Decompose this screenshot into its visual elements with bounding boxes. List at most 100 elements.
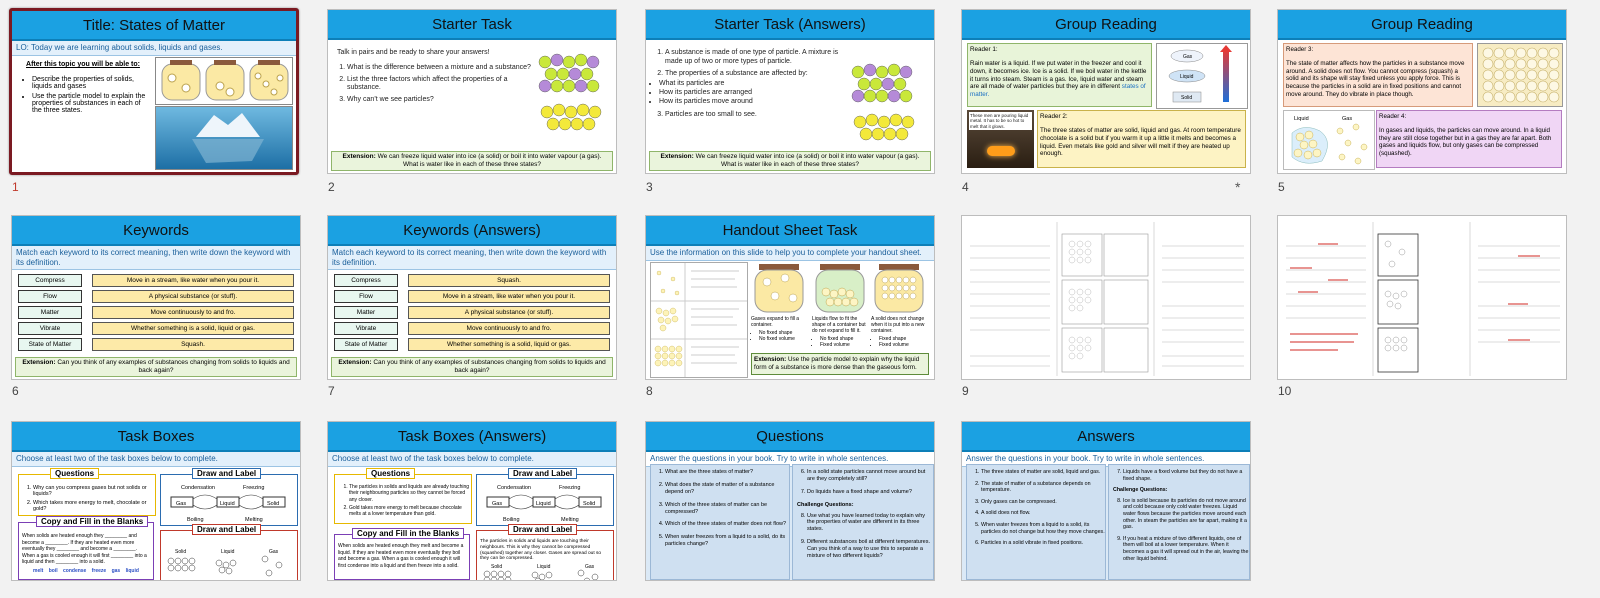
slide-number: 2: [328, 180, 335, 194]
questions-right-column: In a solid state particles cannot move a…: [792, 464, 934, 580]
reader-label: Reader 1:: [970, 46, 998, 53]
slide-bullet: How its particles move around: [659, 98, 846, 107]
slide-thumbnail-13[interactable]: Questions Answer the questions in your b…: [645, 421, 935, 581]
keyword-box: State of Matter: [334, 338, 398, 352]
animation-star-icon: *: [1235, 179, 1241, 195]
slide-thumbnail-3[interactable]: Starter Task (Answers) A substance is ma…: [645, 9, 935, 174]
slide-title: Questions: [646, 422, 934, 452]
liquid-gas-image: Liquid Gas: [1283, 110, 1375, 170]
label-condensation: Condensation: [181, 485, 215, 491]
diagram-label-solid: Solid: [1181, 95, 1192, 101]
slide-instruction: Match each keyword to its correct meanin…: [328, 246, 616, 271]
question-item: Do liquids have a fixed shape and volume…: [807, 489, 933, 496]
slide-instruction: Match each keyword to its correct meanin…: [12, 246, 300, 271]
label-boiling: Boiling: [503, 517, 520, 523]
label-liquid: Liquid: [537, 564, 551, 570]
word-bank-item: melt: [33, 567, 44, 574]
copy-fill-box: When solids are heated enough they _____…: [18, 522, 154, 580]
panel-bullet: Fixed shape: [879, 336, 929, 342]
label-condensation: Condensation: [497, 485, 531, 491]
questions-box: The particles in solids and liquids are …: [334, 474, 472, 524]
definition-box: Move continuously to and fro.: [408, 322, 610, 336]
answers-right-column: Liquids have a fixed volume but they do …: [1108, 464, 1250, 580]
extension-box: Extension: Can you think of any examples…: [15, 357, 297, 377]
reader-keyword: states of matter.: [970, 83, 1146, 99]
word-bank-item: condense: [63, 567, 87, 574]
slide-thumbnail-9[interactable]: [961, 215, 1251, 380]
iceberg-image: [155, 106, 293, 170]
question-item: What does the state of matter of a subst…: [665, 482, 789, 496]
slide-number: 4: [962, 180, 969, 194]
question-item: In a solid state particles cannot move a…: [807, 469, 933, 483]
slide-thumbnail-14[interactable]: Answers Answer the questions in your boo…: [961, 421, 1251, 581]
slide-bullet: How its particles are arranged: [659, 89, 846, 98]
panel-bullet: No fixed shape: [759, 330, 809, 336]
definition-box: Move continuously to and fro.: [92, 306, 294, 320]
states-diagram: Gas Liquid Solid: [1156, 43, 1248, 109]
draw-label-particles-box-title: Draw and Label: [508, 524, 578, 535]
task-answer: Gold takes more energy to melt because c…: [349, 505, 471, 518]
reader-3-box: Reader 3: The state of matter affects ho…: [1283, 43, 1473, 107]
slide-number: 7: [328, 384, 335, 398]
mixture-particles-image: [851, 63, 915, 141]
reader-label: Reader 3:: [1286, 46, 1314, 53]
slide-answer: A substance is made of one type of parti…: [665, 49, 846, 67]
slide-thumbnail-7[interactable]: Keywords (Answers) Match each keyword to…: [327, 215, 617, 380]
extension-label: Extension:: [754, 356, 787, 364]
panel-bullet: Fixed volume: [879, 342, 929, 348]
reader-text: Rain water is a liquid. If we put water …: [970, 59, 1147, 91]
slide-thumbnail-12[interactable]: Task Boxes (Answers) Choose at least two…: [327, 421, 617, 581]
label-melting: Melting: [245, 517, 263, 523]
label-liquid: Liquid: [221, 549, 235, 555]
panel-caption: Liquids flow to fit the shape of a conta…: [812, 316, 866, 334]
slide-thumbnail-11[interactable]: Task Boxes Choose at least two of the ta…: [11, 421, 301, 581]
definition-box: A physical substance (or stuff).: [92, 290, 294, 304]
question-item: Which of the three states of matter does…: [665, 521, 789, 528]
slide-title: Keywords: [12, 216, 300, 246]
reader-1-box: Reader 1: Rain water is a liquid. If we …: [967, 43, 1152, 107]
slide-question: Why can’t we see particles?: [347, 96, 533, 105]
question-item: When water freezes from a liquid to a so…: [665, 534, 789, 548]
copy-fill-box-title: Copy and Fill in the Blanks: [352, 528, 465, 539]
slide-thumbnail-2[interactable]: Starter Task Talk in pairs and be ready …: [327, 9, 617, 174]
solid-jar-panel: A solid does not change when it is put i…: [871, 262, 929, 352]
slide-number: 1: [12, 180, 19, 194]
label-gas: Gas: [269, 549, 279, 555]
slide-thumbnail-1[interactable]: Title: States of Matter LO: Today we are…: [9, 8, 299, 175]
slide-thumbnail-4[interactable]: Group Reading Reader 1: Rain water is a …: [961, 9, 1251, 174]
label-freezing: Freezing: [559, 485, 580, 491]
keyword-row: State of Matter Whether something is a so…: [328, 338, 616, 352]
image-caption: These men are pouring liquid metal. It h…: [969, 112, 1032, 131]
draw-label-box-title: Draw and Label: [192, 468, 262, 479]
particles-answer-text: The particles in solids and liquids are …: [480, 539, 602, 562]
mixture-particles-image: [538, 53, 602, 131]
draw-label-box-title: Draw and Label: [508, 468, 578, 479]
extension-text: Can you think of any examples of substan…: [373, 359, 606, 375]
definition-box: Whether something is a solid, liquid or …: [408, 338, 610, 352]
definition-box: Move in a stream, like water when you po…: [408, 290, 610, 304]
slide-number: 8: [646, 384, 653, 398]
definition-box: Whether something is a solid, liquid or …: [92, 322, 294, 336]
diagram-label-liquid: Liquid: [1180, 74, 1194, 80]
extension-label: Extension:: [22, 359, 56, 367]
copy-fill-box: When solids are heated enough they melt …: [334, 534, 470, 580]
label-solid: Solid: [267, 501, 279, 507]
slide-question: What is the difference between a mixture…: [347, 64, 533, 73]
word-bank-item: gas: [111, 567, 121, 574]
liquid-jar-panel: Liquids flow to fit the shape of a conta…: [812, 262, 868, 352]
reader-text: The three states of matter are solid, li…: [1040, 126, 1241, 158]
challenge-heading: Challenge Questions:: [1113, 487, 1168, 494]
slide-title: Starter Task (Answers): [646, 10, 934, 40]
slide-instruction: Answer the questions in your book. Try t…: [962, 452, 1250, 467]
slide-thumbnail-5[interactable]: Group Reading Reader 3: The state of mat…: [1277, 9, 1567, 174]
slide-thumbnail-6[interactable]: Keywords Match each keyword to its corre…: [11, 215, 301, 380]
extension-text: Use the particle model to explain why th…: [754, 356, 920, 372]
slide-thumbnail-10[interactable]: [1277, 215, 1567, 380]
slide-thumbnail-8[interactable]: Handout Sheet Task Use the information o…: [645, 215, 935, 380]
label-solid: Solid: [175, 549, 186, 555]
slide-question: List the three factors which affect the …: [347, 76, 533, 94]
